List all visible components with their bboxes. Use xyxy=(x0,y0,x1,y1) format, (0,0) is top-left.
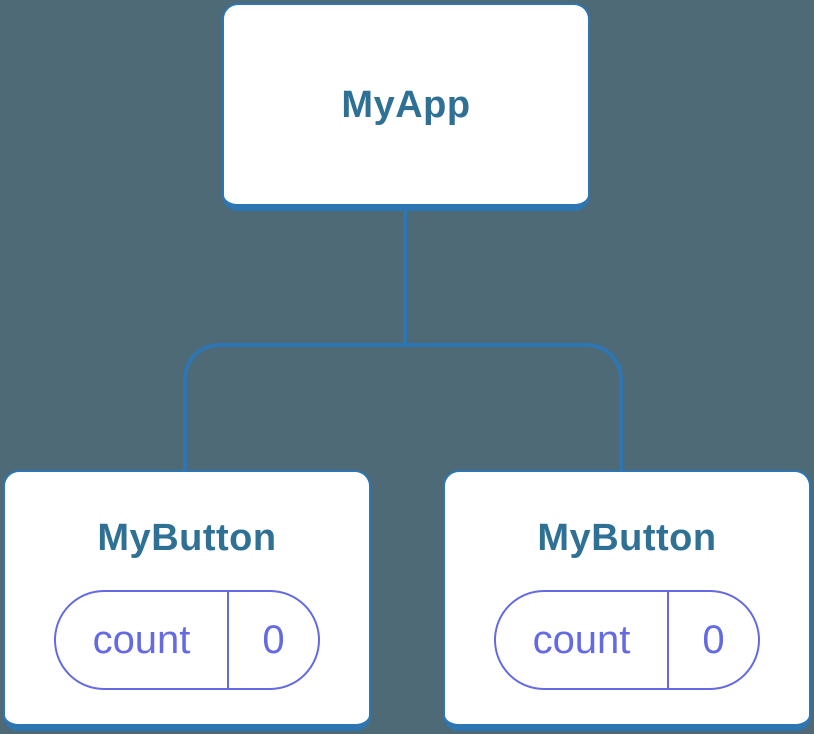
root-node-title: MyApp xyxy=(341,83,471,126)
state-value: 0 xyxy=(227,592,318,688)
connector-stem xyxy=(403,209,407,345)
child-node-title: MyButton xyxy=(537,517,717,559)
child-node-left: MyButton count 0 xyxy=(3,470,371,731)
state-pill: count 0 xyxy=(54,590,320,690)
child-node-title: MyButton xyxy=(97,517,277,559)
state-key: count xyxy=(92,617,191,662)
state-pill: count 0 xyxy=(494,590,760,690)
state-value: 0 xyxy=(667,592,758,688)
root-node: MyApp xyxy=(222,3,590,211)
child-node-right: MyButton count 0 xyxy=(443,470,811,731)
state-key: count xyxy=(532,617,631,662)
connector-bracket xyxy=(183,343,623,470)
